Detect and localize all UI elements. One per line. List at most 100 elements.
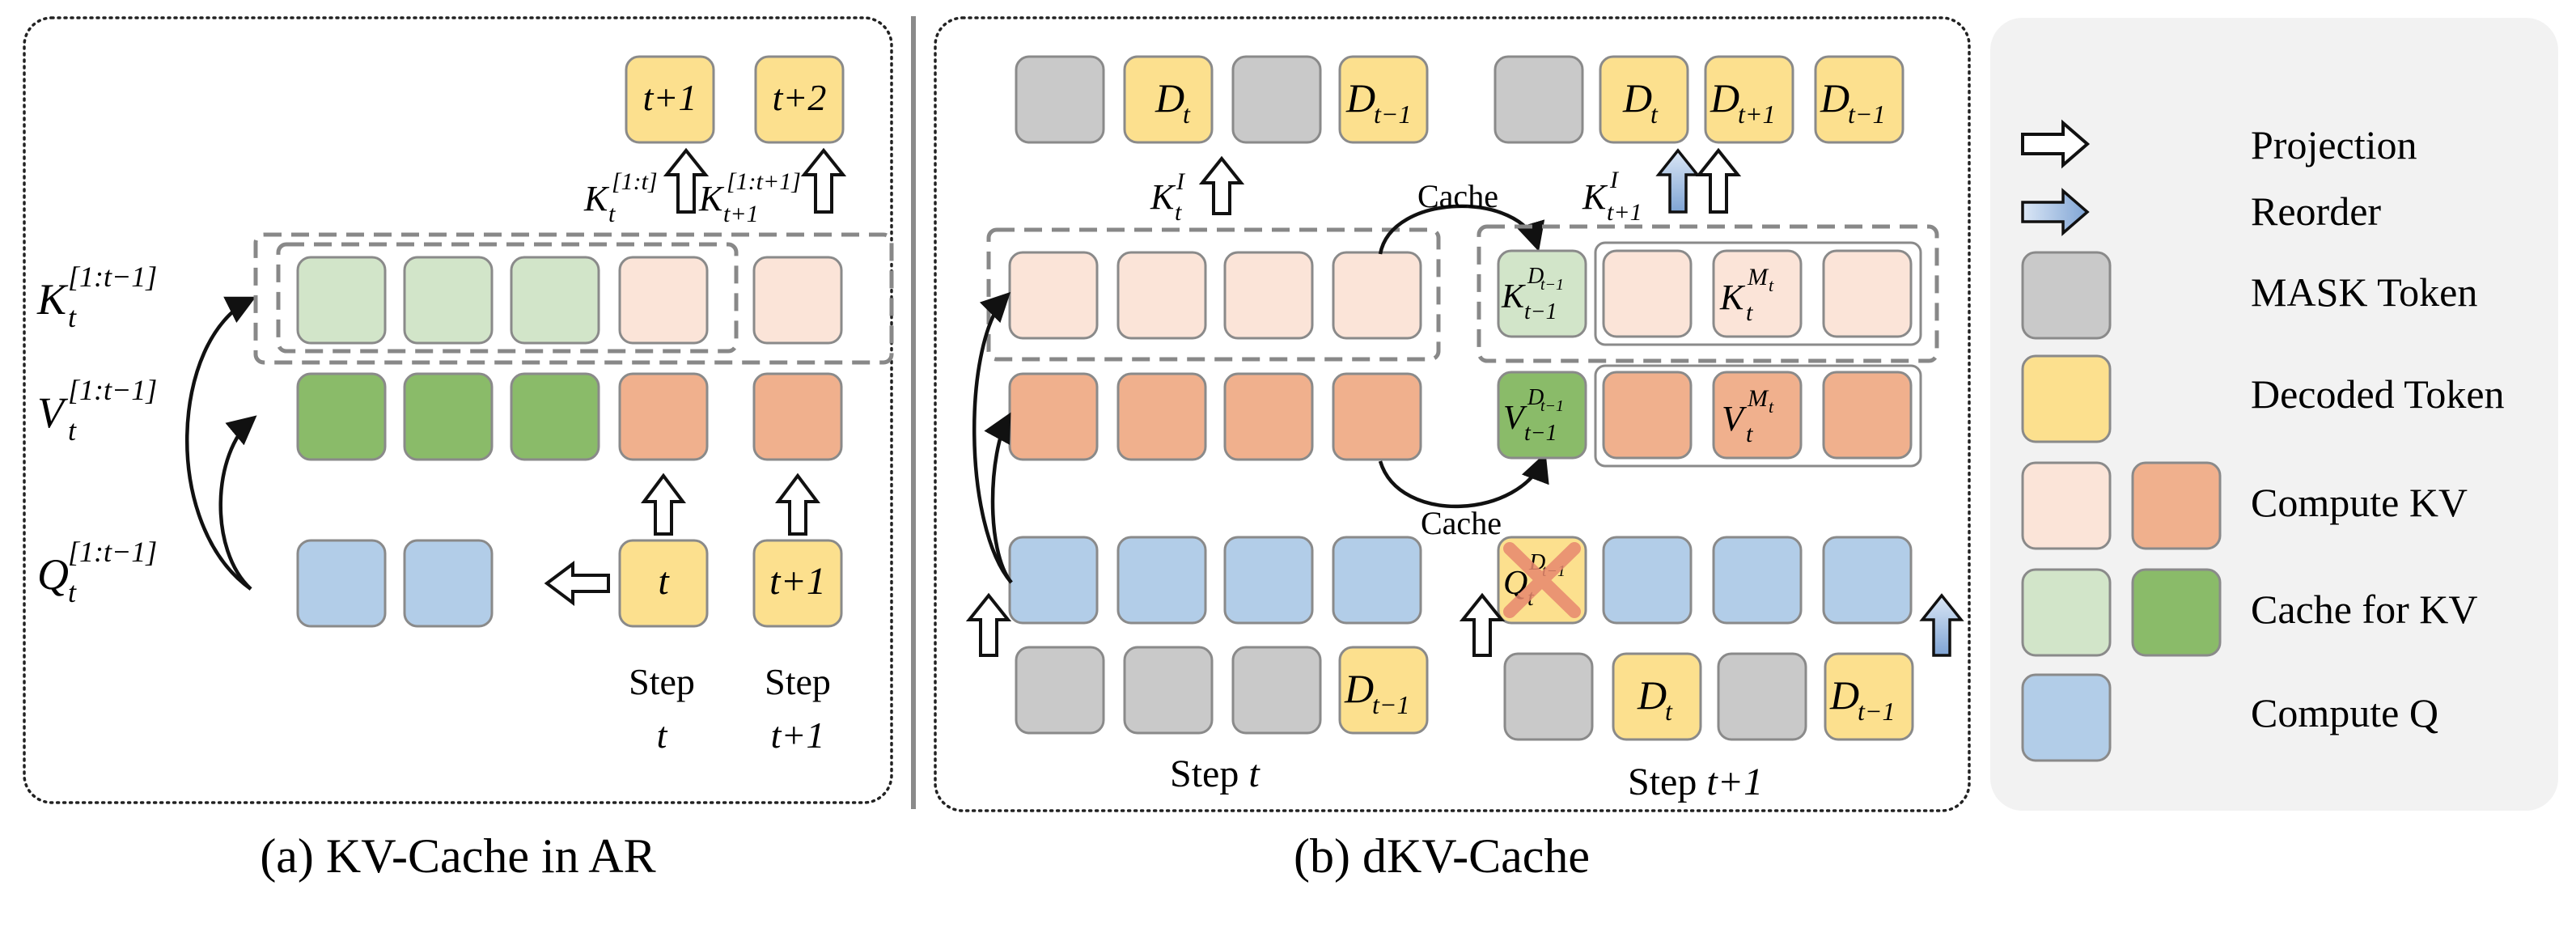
v-cached-token [1497, 371, 1587, 460]
panel-a-k-row [296, 256, 843, 345]
svg-text:t−1: t−1 [1540, 276, 1564, 294]
svg-text:Step t+1: Step t+1 [1628, 761, 1763, 803]
b-bottom-tokens-t1: D t D t−1 [1503, 652, 1914, 741]
input-token-t-label: t [658, 560, 670, 603]
token-label: D [1710, 75, 1739, 121]
panel-a-v-row [296, 372, 843, 461]
svg-text:D: D [1527, 385, 1544, 410]
k-proj-label-t: K t [1:t] [583, 168, 658, 227]
output-token-t1 [625, 55, 715, 144]
k-compute-token [1008, 251, 1099, 340]
k-inner-dashed-group [276, 242, 739, 354]
step-label-t1-val: t+1 [771, 714, 825, 756]
svg-text:t: t [1769, 396, 1774, 417]
v-compute-token [1332, 372, 1422, 461]
label-v-row: V t [1:t−1] [37, 374, 157, 447]
legend-label-compute-q: Compute Q [2251, 690, 2438, 735]
svg-text:t: t [1769, 275, 1774, 295]
svg-text:t: t [1746, 421, 1753, 447]
legend-label-decoded: Decoded Token [2251, 371, 2505, 417]
v-compute-token [1712, 371, 1803, 460]
k-compute-token [1822, 249, 1913, 338]
label-k-row: K t [1:t−1] [36, 261, 157, 333]
v-cached-label: V t−1 D t−1 [1503, 385, 1564, 446]
k-compute-token [1116, 251, 1207, 340]
cross-icon [1503, 542, 1581, 618]
v-cache-token [296, 372, 387, 461]
token-decoded [1338, 55, 1429, 144]
input-token-t [618, 539, 709, 628]
token-decoded [1824, 652, 1914, 741]
panel-b-frame [934, 16, 1971, 812]
b-q-row-t1 [1602, 536, 1913, 625]
projection-legend-icon [2021, 119, 2091, 169]
token-mask [1231, 55, 1322, 144]
token-decoded [1338, 646, 1429, 735]
k-cache-token [296, 256, 387, 345]
output-token-t2 [754, 55, 845, 144]
token-mask [1123, 646, 1214, 735]
token-mask [1503, 652, 1594, 741]
svg-text:V: V [1722, 399, 1748, 439]
token-label: D [1820, 75, 1849, 121]
panel-a-q-row [296, 539, 494, 628]
v-compute-token [752, 372, 843, 461]
caption-a: (a) KV-Cache in AR [260, 829, 655, 883]
cache-label-bottom: Cache [1421, 505, 1502, 541]
k-masked-group [1594, 241, 1922, 346]
svg-text:Step t: Step t [1170, 752, 1260, 795]
k-cached-token [1497, 249, 1587, 338]
v-cache-token [403, 372, 494, 461]
svg-text:K: K [698, 179, 725, 218]
b-top-tokens-t1: D t D t+1 D t−1 [1493, 55, 1904, 144]
v-compute-token [1822, 371, 1913, 460]
v-compute-token [618, 372, 709, 461]
legend-label-reorder: Reorder [2251, 189, 2381, 234]
projection-arrow-left [544, 561, 610, 606]
caption-b: (b) dKV-Cache [1294, 829, 1590, 883]
reorder-arrow [1919, 593, 1964, 657]
k-cached-label: K t−1 D t−1 [1501, 264, 1564, 324]
k-compute-token [618, 256, 709, 345]
svg-text:Q: Q [37, 550, 69, 599]
token-label-sub: t−1 [1858, 697, 1895, 726]
k-masked-label: K t M t [1719, 264, 1774, 326]
b-k-dashed-group-t1 [1477, 224, 1939, 363]
output-token-t1-label: t+1 [643, 77, 697, 118]
q-token [1332, 536, 1422, 625]
svg-text:V: V [1503, 400, 1527, 437]
input-token-t1 [752, 539, 843, 628]
cache-arrow-bottom [1378, 452, 1549, 508]
svg-text:M: M [1747, 385, 1769, 412]
svg-text:t: t [68, 301, 77, 333]
token-mask [1015, 55, 1105, 144]
mask-token-swatch [2021, 251, 2112, 340]
legend-label-compute-kv: Compute KV [2251, 480, 2468, 525]
svg-text:[1:t+1]: [1:t+1] [727, 168, 801, 195]
token-decoded [1123, 55, 1214, 144]
projection-arrow-up [641, 472, 686, 536]
label-q-row: Q t [1:t−1] [37, 536, 157, 608]
token-label: D [1637, 672, 1667, 718]
v-masked-group [1594, 364, 1922, 468]
token-label: D [1829, 672, 1859, 718]
reorder-arrow [1655, 148, 1701, 214]
q-token [1712, 536, 1803, 625]
step-label-t-word: Step [629, 661, 695, 702]
token-label-sub: t−1 [1372, 690, 1409, 719]
projection-arrow-up [1459, 592, 1506, 657]
svg-text:K: K [1719, 278, 1746, 317]
svg-text:[1:t−1]: [1:t−1] [68, 261, 157, 293]
k-proj-label-t1: K t+1 [1:t+1] [698, 168, 801, 227]
svg-text:K: K [1582, 177, 1608, 217]
reorder-legend-icon [2021, 188, 2090, 236]
token-label: D [1344, 666, 1374, 711]
cache-k-swatch [2021, 568, 2112, 657]
b-bottom-tokens-t: D t−1 [1015, 646, 1429, 735]
token-mask [1231, 646, 1322, 735]
svg-text:[1:t−1]: [1:t−1] [68, 374, 157, 406]
token-label-sub: t−1 [1374, 100, 1411, 129]
v-compute-token [1008, 372, 1099, 461]
svg-text:M: M [1747, 264, 1769, 290]
